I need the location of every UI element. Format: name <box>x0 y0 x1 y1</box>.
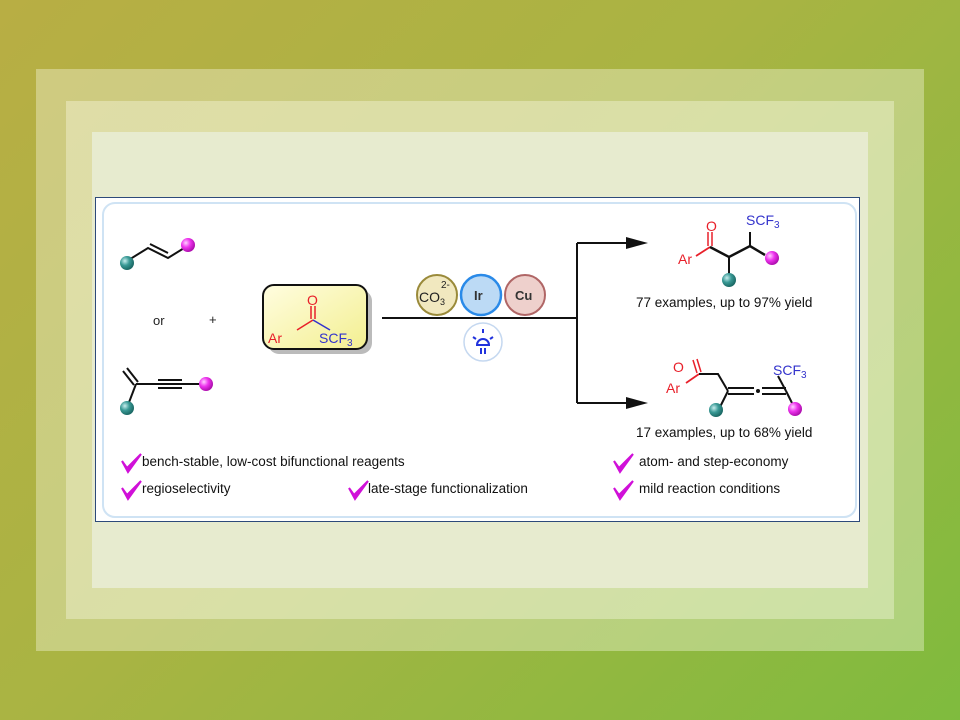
product-1-caption: 77 examples, up to 97% yield <box>636 295 812 310</box>
teal-substituent-icon <box>120 256 134 270</box>
charge-label: 2- <box>441 280 450 291</box>
checkmark-icon <box>348 480 369 501</box>
checkmark-icon <box>121 453 142 474</box>
aryl-label: Ar <box>678 251 692 267</box>
acyl-scf3-reagent: O Ar SCF3 <box>262 284 372 354</box>
iridium-label: Ir <box>474 288 483 303</box>
branch-arrows <box>576 242 631 404</box>
arrow-head-icon <box>626 397 648 409</box>
feature-item: bench-stable, low-cost bifunctional reag… <box>142 454 405 469</box>
scf3-label: SCF <box>319 330 347 346</box>
or-label: or <box>153 313 165 328</box>
checkmark-icon <box>613 453 634 474</box>
svg-text:CO3: CO3 <box>419 289 445 307</box>
carbonate-label: CO <box>419 289 440 305</box>
magenta-substituent-icon <box>765 251 779 265</box>
oxygen-label: O <box>673 359 684 375</box>
magenta-substituent-icon <box>199 377 213 391</box>
arrow-head-icon <box>626 237 648 249</box>
teal-substituent-icon <box>120 401 134 415</box>
svg-text:SCF3: SCF3 <box>746 212 780 231</box>
aryl-label: Ar <box>666 380 680 396</box>
scf3-label: SCF <box>746 212 774 228</box>
feature-item: late-stage functionalization <box>368 481 528 496</box>
enyne-substrate <box>122 367 201 406</box>
feature-item: atom- and step-economy <box>639 454 789 469</box>
teal-substituent-icon <box>722 273 736 287</box>
feature-item: regioselectivity <box>142 481 231 496</box>
allene-product: O Ar SCF3 <box>666 358 807 408</box>
feature-list: bench-stable, low-cost bifunctional reag… <box>121 453 789 501</box>
reaction-scheme: or + O Ar SCF3 CO3 2- Ir Cu <box>95 197 860 522</box>
scf3-label: SCF <box>773 362 801 378</box>
magenta-substituent-icon <box>181 238 195 252</box>
subscript: 3 <box>774 220 780 231</box>
copper-label: Cu <box>515 288 532 303</box>
magenta-substituent-icon <box>788 402 802 416</box>
oxygen-label: O <box>307 292 318 308</box>
subscript: 3 <box>440 297 445 307</box>
oxygen-label: O <box>706 218 717 234</box>
carbonate-catalyst: CO3 2- <box>416 274 458 316</box>
plus-label: + <box>209 312 217 327</box>
svg-text:SCF3: SCF3 <box>319 330 353 349</box>
iridium-catalyst: Ir <box>459 273 503 317</box>
checkmark-icon <box>121 480 142 501</box>
light-bulb-icon <box>463 322 503 362</box>
copper-catalyst: Cu <box>504 274 546 316</box>
teal-substituent-icon <box>709 403 723 417</box>
product-2-caption: 17 examples, up to 68% yield <box>636 425 812 440</box>
subscript: 3 <box>801 370 807 381</box>
svg-text:SCF3: SCF3 <box>773 362 807 381</box>
checkmark-icon <box>613 480 634 501</box>
aryl-label: Ar <box>268 330 282 346</box>
feature-item: mild reaction conditions <box>639 481 780 496</box>
subscript: 3 <box>347 338 353 349</box>
ketone-product: O Ar SCF3 <box>678 212 780 276</box>
alkene-substrate <box>126 243 190 262</box>
